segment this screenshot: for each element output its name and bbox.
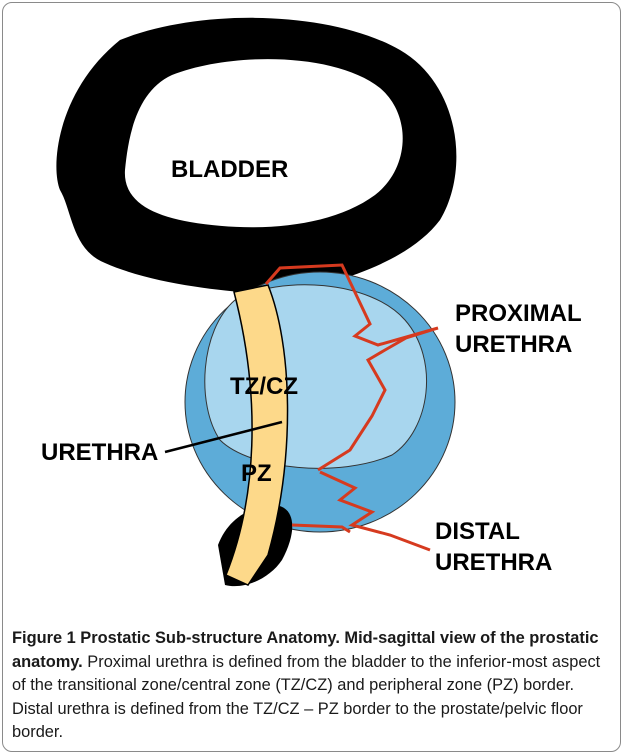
urethra-label: URETHRA — [41, 441, 158, 465]
distal-urethra-label-line1: DISTAL — [435, 520, 520, 544]
figure-caption: Figure 1 Prostatic Sub-structure Anatomy… — [12, 627, 610, 745]
caption-text: Proximal urethra is defined from the bla… — [12, 653, 600, 742]
bladder-label: BLADDER — [171, 158, 288, 182]
proximal-urethra-label-line2: URETHRA — [455, 333, 572, 357]
distal-urethra-label-line2: URETHRA — [435, 551, 552, 575]
proximal-urethra-label-line1: PROXIMAL — [455, 302, 582, 326]
pz-label: PZ — [241, 462, 272, 486]
tzcz-label: TZ/CZ — [230, 375, 298, 399]
